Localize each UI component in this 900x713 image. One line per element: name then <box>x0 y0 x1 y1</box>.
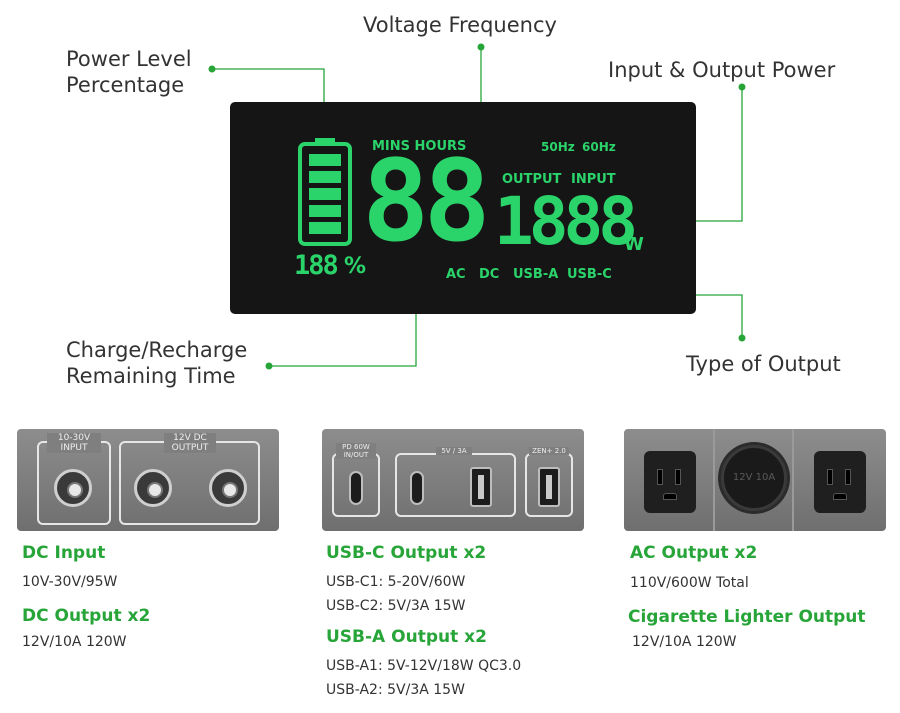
power-level-callout: Power Level Percentage <box>66 46 192 98</box>
usb-zen-port-label: ZEN+ 2.0 <box>529 447 569 455</box>
dc-output-port-label: 12V DC OUTPUT <box>164 433 216 453</box>
ac-outlet-1 <box>644 451 696 513</box>
dc-input-port-label: 10-30V INPUT <box>47 433 101 453</box>
cigarette-lighter-title: Cigarette Lighter Output <box>628 607 866 627</box>
power-level-callout-line1: Power Level <box>66 47 192 71</box>
ac-outlet-2-ground <box>833 493 847 500</box>
battery-percent-sign: % <box>344 254 367 279</box>
input-output-power-callout: Input & Output Power <box>608 58 836 82</box>
ac-outlet-1-slot-right <box>675 469 681 485</box>
ac-outlet-2-slot-right <box>845 469 851 485</box>
usb-port-panel: PD 60W IN/OUT 5V / 3A ZEN+ 2.0 <box>322 429 584 531</box>
usba-output-title: USB-A Output x2 <box>326 627 487 647</box>
voltage-frequency-callout: Voltage Frequency <box>363 13 557 37</box>
dc-input-label-line1: 10-30V <box>57 433 91 443</box>
dc-output-spec: 12V/10A 120W <box>22 634 127 650</box>
output-type-ac: AC <box>446 267 466 282</box>
usb-pd-label-line1: PD 60W <box>342 443 370 451</box>
usb-c1-port <box>349 471 363 505</box>
cigarette-lighter-label: 12V 10A <box>732 472 776 483</box>
time-units-label: MINS HOURS <box>372 139 467 154</box>
ac-panel-divider-1 <box>713 429 715 531</box>
dc-output-label-line2: OUTPUT <box>171 443 209 453</box>
dc-port-panel: 10-30V INPUT 12V DC OUTPUT <box>17 429 279 531</box>
charge-time-callout: Charge/Recharge Remaining Time <box>66 337 247 389</box>
frequency-60hz-label: 60Hz <box>582 140 616 154</box>
usb-a1-port <box>538 467 560 507</box>
lcd-display: 188 % MINS HOURS 88 50Hz 60Hz OUTPUT INP… <box>230 102 696 314</box>
output-type-usb-c: USB-C <box>567 267 612 282</box>
ac-panel-divider-2 <box>792 429 794 531</box>
usb-5v-port-label: 5V / 3A <box>436 447 472 455</box>
charge-time-callout-line2: Remaining Time <box>66 364 236 388</box>
remaining-time-digits: 88 <box>362 137 491 267</box>
usba2-spec: USB-A2: 5V/3A 15W <box>326 682 465 698</box>
dc-input-spec: 10V-30V/95W <box>22 574 118 590</box>
dc-output-port-1 <box>134 469 172 507</box>
usb-pd-label-line2: IN/OUT <box>343 451 369 459</box>
ac-port-panel: 12V 10A <box>624 429 886 531</box>
charge-time-callout-line1: Charge/Recharge <box>66 338 248 362</box>
power-watts-digits: 1888 <box>494 183 638 260</box>
dc-output-port-2 <box>209 469 247 507</box>
type-of-output-callout: Type of Output <box>686 352 841 376</box>
dc-input-label-line2: INPUT <box>60 443 88 453</box>
watt-unit: W <box>624 234 644 255</box>
ac-outlet-2 <box>814 451 866 513</box>
input-label: INPUT <box>571 172 616 187</box>
cigarette-lighter-spec: 12V/10A 120W <box>632 634 737 650</box>
ac-output-spec: 110V/600W Total <box>630 575 749 591</box>
cigarette-lighter-socket: 12V 10A <box>721 445 787 511</box>
usbc-output-title: USB-C Output x2 <box>326 543 487 563</box>
dc-input-title: DC Input <box>22 543 106 563</box>
output-label: OUTPUT <box>502 172 562 187</box>
usb-pd-port-label: PD 60W IN/OUT <box>336 443 376 459</box>
frequency-50hz-label: 50Hz <box>541 140 575 154</box>
usbc2-spec: USB-C2: 5V/3A 15W <box>326 598 466 614</box>
battery-icon <box>298 138 352 246</box>
dc-output-title: DC Output x2 <box>22 606 151 626</box>
power-level-callout-line2: Percentage <box>66 73 185 97</box>
usbc1-spec: USB-C1: 5-20V/60W <box>326 574 466 590</box>
ac-outlet-1-ground <box>663 493 677 500</box>
ac-outlet-1-slot-left <box>657 469 663 485</box>
usb-a2-port <box>470 467 492 507</box>
battery-percent-digits: 188 <box>294 250 339 281</box>
dc-output-label-line1: 12V DC <box>173 433 207 443</box>
usba1-spec: USB-A1: 5V-12V/18W QC3.0 <box>326 658 522 674</box>
ac-outlet-2-slot-left <box>827 469 833 485</box>
usb-c2-port <box>410 471 424 505</box>
output-type-usb-a: USB-A <box>513 267 559 282</box>
ac-output-title: AC Output x2 <box>630 543 758 563</box>
output-type-dc: DC <box>479 267 500 282</box>
dc-input-port <box>54 469 92 507</box>
